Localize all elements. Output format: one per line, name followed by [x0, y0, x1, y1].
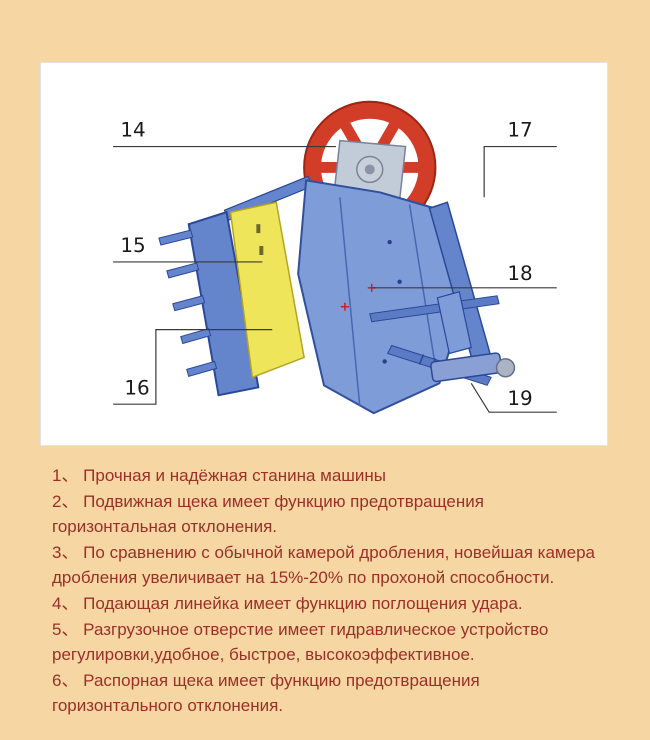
bearing-housing [333, 139, 407, 202]
leader-line-19 [470, 383, 557, 413]
feature-item-6: 6、 Распорная щека имеет функцию предотвр… [52, 671, 480, 715]
feature-list: 1、 Прочная и надёжная станина машины 2、 … [52, 463, 602, 719]
feature-item-5: 5、 Разгрузочное отверстие имеет гидравли… [52, 620, 549, 664]
label-14: 14 [120, 119, 145, 142]
part-labels: 14 15 16 17 18 19 [120, 119, 532, 411]
movable-jaw-plate [229, 201, 305, 379]
leader-line-17 [483, 145, 557, 198]
diagram-panel: 14 15 16 17 18 19 [40, 62, 608, 446]
label-15: 15 [120, 234, 145, 257]
feature-item-1: 1、 Прочная и надёжная станина машины [52, 466, 387, 485]
label-19: 19 [507, 387, 532, 410]
label-17: 17 [507, 119, 532, 142]
label-16: 16 [124, 376, 149, 399]
adjusting-cylinder [430, 352, 516, 383]
leader-line-16 [113, 329, 273, 405]
jaw-crusher-diagram: 14 15 16 17 18 19 [113, 100, 557, 415]
feature-item-4: 4、 Подающая линейка имеет функцию поглощ… [52, 594, 523, 613]
feature-item-2: 2、 Подвижная щека имеет функцию предотвр… [52, 492, 484, 536]
label-18: 18 [507, 262, 532, 285]
feature-item-3: 3、 По сравнению с обычной камерой дробле… [52, 543, 595, 587]
leader-lines [113, 145, 557, 413]
fixed-jaw [158, 210, 260, 397]
